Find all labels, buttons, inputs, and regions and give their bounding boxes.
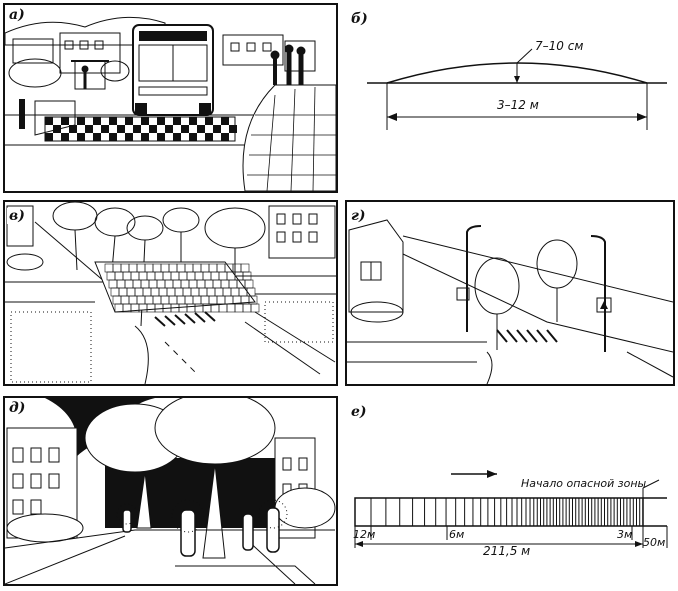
tick-label-50m: 50м: [643, 536, 666, 549]
panel-d-night-bollards: д): [3, 396, 338, 586]
panel-a-bus-stop-scene: а): [3, 3, 338, 193]
bus-stop-illustration: [5, 16, 336, 191]
danger-zone-start-label: Начало опасной зоны: [521, 477, 647, 490]
panel-g-lit-crosswalk: г): [345, 200, 675, 386]
panel-g-label: г): [349, 208, 368, 224]
panel-b-label: б): [349, 11, 370, 27]
tick-label-3m: 3м: [617, 528, 633, 541]
panel-v-raised-intersection: в): [3, 200, 338, 386]
stripe-spacing-diagram: [354, 470, 668, 548]
speed-bump-diagram: [367, 48, 667, 130]
total-length-label: 211,5 м: [483, 544, 531, 558]
panel-b-speed-bump-profile: б) 7–10 см 3–12 м: [345, 3, 675, 193]
lit-crosswalk-illustration: [347, 219, 673, 384]
panel-v-label: в): [7, 208, 27, 224]
panel-d-label: д): [7, 400, 28, 416]
panel-e-dangerous-zone-markings: е) Начало опасной зоны 12м 6м 3м 50м 211…: [345, 396, 675, 586]
bump-width-label: 3–12 м: [497, 98, 539, 112]
raised-intersection-illustration: [5, 202, 336, 384]
panel-a-label: а): [7, 7, 27, 23]
night-bollards-illustration: [5, 398, 336, 584]
panel-e-label: е): [349, 404, 369, 420]
tick-label-6m: 6м: [449, 528, 465, 541]
bump-height-label: 7–10 см: [535, 39, 584, 53]
tick-label-12m: 12м: [353, 528, 376, 541]
